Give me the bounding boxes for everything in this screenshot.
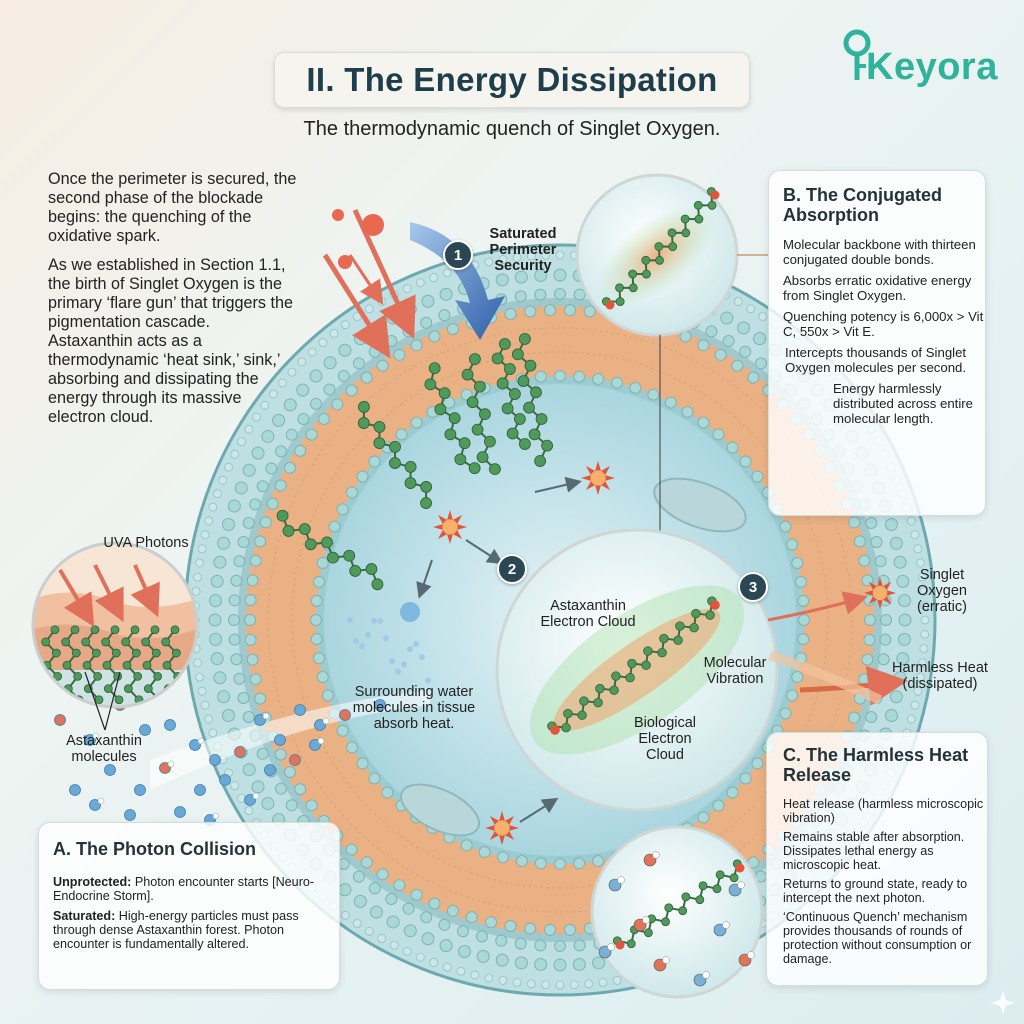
saturated-blue-arrow	[410, 222, 505, 340]
card-heat-release: C. The Harmless Heat Release Heat releas…	[766, 732, 988, 986]
brand-logo: Keyora	[836, 30, 1006, 100]
step-badge-2: 2	[497, 554, 527, 584]
label-molecular-vibration: Molecular Vibration	[703, 655, 767, 687]
intro-paragraph-2: As we established in Section 1.1, the bi…	[48, 256, 294, 426]
photon-particle	[362, 214, 384, 236]
singlet-oxygen-sparks	[433, 461, 896, 845]
label-biological-cloud: Biological Electron Cloud	[633, 715, 697, 763]
card-c-point: Returns to ground state, ready to interc…	[783, 877, 968, 905]
card-a-unprotected: Unprotected: Photon encounter starts [Ne…	[53, 875, 315, 903]
page-title: II. The Energy Dissipation	[306, 61, 718, 98]
card-b-point: Molecular backbone with thirteen conjuga…	[783, 237, 976, 267]
card-c-title: C. The Harmless Heat Release	[783, 745, 969, 785]
card-b-point: Energy harmlessly distributed across ent…	[833, 381, 974, 426]
card-photon-collision: A. The Photon Collision Unprotected: Pho…	[38, 822, 340, 990]
inset-heat-release	[590, 825, 764, 999]
card-b-point: Intercepts thousands of Singlet Oxygen m…	[785, 345, 967, 375]
label-astaxanthin-molecules: Astaxanthin molecules	[66, 733, 142, 765]
card-conjugated-absorption: B. The Conjugated Absorption Molecular b…	[768, 170, 986, 516]
mitochondrion	[653, 477, 747, 533]
card-b-point: Absorbs erratic oxidative energy from Si…	[783, 273, 972, 303]
photon-particle	[338, 255, 352, 269]
card-c-point: Remains stable after absorption. Dissipa…	[783, 830, 965, 872]
photon-particle	[332, 209, 344, 221]
label-harmless-heat: Harmless Heat (dissipated)	[892, 660, 988, 692]
card-a-title: A. The Photon Collision	[53, 839, 256, 859]
card-c-point: Heat release (harmless microscopic vibra…	[783, 797, 984, 825]
heat-stream	[150, 690, 430, 790]
astaxanthin-chains	[276, 333, 554, 591]
brand-logo-mark	[843, 29, 871, 80]
card-a-saturated: Saturated: High-energy particles must pa…	[53, 909, 299, 951]
label-singlet-oxygen: Singlet Oxygen (erratic)	[917, 567, 967, 615]
photon-arrow	[348, 254, 384, 305]
card-b-point: Quenching potency is 6,000x > Vit C, 550…	[783, 309, 984, 339]
mitochondrion	[400, 783, 480, 837]
step-badge-3: 3	[738, 572, 768, 602]
card-b-title: B. The Conjugated Absorption	[783, 185, 942, 225]
photon-arrow	[322, 253, 391, 359]
label-water-molecules: Surrounding water molecules in tissue ab…	[352, 684, 476, 732]
intro-paragraph-1: Once the perimeter is secured, the secon…	[48, 170, 297, 245]
label-astaxanthin-cloud: Astaxanthin Electron Cloud	[540, 598, 636, 630]
water-molecules	[54, 617, 431, 826]
brand-logo-text: Keyora	[866, 46, 998, 88]
card-c-point: ‘Continuous Quench’ mechanism provides t…	[783, 910, 972, 966]
label-saturated-perimeter: Saturated Perimeter Security	[489, 226, 557, 274]
intro-text: Once the perimeter is secured, the secon…	[48, 170, 298, 437]
title-banner: II. The Energy Dissipation	[274, 52, 750, 108]
page-subtitle: The thermodynamic quench of Singlet Oxyg…	[303, 118, 721, 140]
step-badge-1: 1	[443, 240, 473, 270]
label-uva-photons: UVA Photons	[103, 535, 189, 551]
